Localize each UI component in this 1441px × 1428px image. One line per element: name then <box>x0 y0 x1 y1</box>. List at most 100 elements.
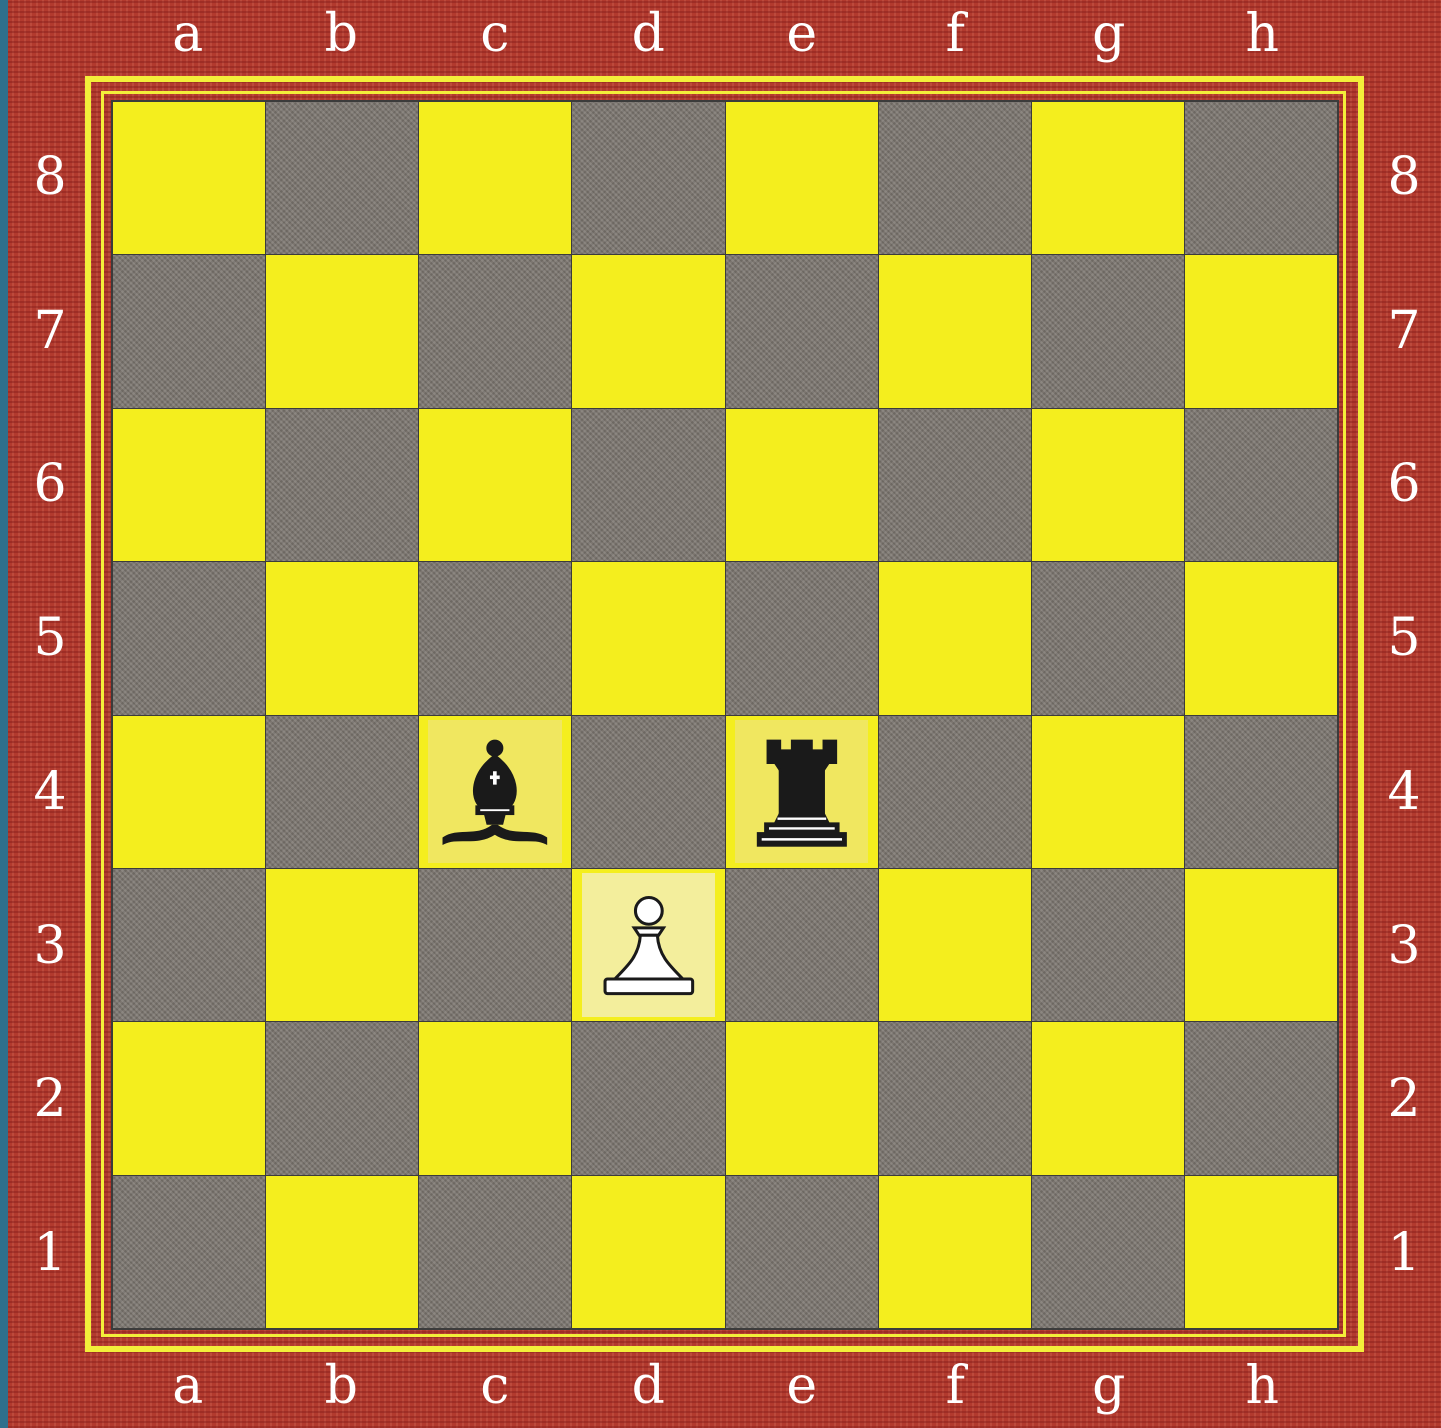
file-label-top: b <box>311 8 371 60</box>
rank-label-left: 2 <box>20 1073 80 1125</box>
file-label-bottom: a <box>158 1360 218 1412</box>
rank-label-right: 1 <box>1374 1227 1434 1279</box>
square-f2[interactable] <box>879 1022 1031 1174</box>
square-a3[interactable] <box>113 869 265 1021</box>
square-b6[interactable] <box>266 409 418 561</box>
square-g6[interactable] <box>1032 409 1184 561</box>
square-c3[interactable] <box>419 869 571 1021</box>
square-g2[interactable] <box>1032 1022 1184 1174</box>
square-f1[interactable] <box>879 1176 1031 1328</box>
square-b5[interactable] <box>266 562 418 714</box>
square-h3[interactable] <box>1185 869 1337 1021</box>
rank-label-left: 5 <box>20 612 80 664</box>
square-a7[interactable] <box>113 255 265 407</box>
left-edge-strip <box>0 0 8 1428</box>
rank-label-right: 6 <box>1374 458 1434 510</box>
rank-label-right: 8 <box>1374 151 1434 203</box>
square-b4[interactable] <box>266 716 418 868</box>
square-g1[interactable] <box>1032 1176 1184 1328</box>
file-label-bottom: b <box>311 1360 371 1412</box>
file-label-top: a <box>158 8 218 60</box>
square-g5[interactable] <box>1032 562 1184 714</box>
rank-label-right: 3 <box>1374 920 1434 972</box>
square-h8[interactable] <box>1185 102 1337 254</box>
square-a6[interactable] <box>113 409 265 561</box>
square-c5[interactable] <box>419 562 571 714</box>
square-c6[interactable] <box>419 409 571 561</box>
file-label-bottom: e <box>772 1360 832 1412</box>
square-h5[interactable] <box>1185 562 1337 714</box>
square-e8[interactable] <box>726 102 878 254</box>
square-g3[interactable] <box>1032 869 1184 1021</box>
square-f5[interactable] <box>879 562 1031 714</box>
square-g4[interactable] <box>1032 716 1184 868</box>
square-h2[interactable] <box>1185 1022 1337 1174</box>
chess-board <box>111 100 1339 1330</box>
rank-label-left: 7 <box>20 305 80 357</box>
square-e6[interactable] <box>726 409 878 561</box>
square-d1[interactable] <box>572 1176 724 1328</box>
square-e7[interactable] <box>726 255 878 407</box>
square-h4[interactable] <box>1185 716 1337 868</box>
square-d4[interactable] <box>572 716 724 868</box>
rank-label-left: 6 <box>20 458 80 510</box>
file-label-top: h <box>1232 8 1292 60</box>
square-h1[interactable] <box>1185 1176 1337 1328</box>
file-label-top: e <box>772 8 832 60</box>
black-bishop-icon[interactable] <box>434 731 556 853</box>
square-b2[interactable] <box>266 1022 418 1174</box>
square-b1[interactable] <box>266 1176 418 1328</box>
square-f8[interactable] <box>879 102 1031 254</box>
square-f6[interactable] <box>879 409 1031 561</box>
rank-label-right: 2 <box>1374 1073 1434 1125</box>
file-label-bottom: h <box>1232 1360 1292 1412</box>
square-e4[interactable] <box>726 716 878 868</box>
square-d7[interactable] <box>572 255 724 407</box>
square-b8[interactable] <box>266 102 418 254</box>
square-f7[interactable] <box>879 255 1031 407</box>
rank-label-right: 7 <box>1374 305 1434 357</box>
square-g7[interactable] <box>1032 255 1184 407</box>
square-a4[interactable] <box>113 716 265 868</box>
square-c1[interactable] <box>419 1176 571 1328</box>
black-rook-icon[interactable] <box>741 731 863 853</box>
square-h7[interactable] <box>1185 255 1337 407</box>
file-label-top: f <box>925 8 985 60</box>
rank-label-left: 1 <box>20 1227 80 1279</box>
square-b7[interactable] <box>266 255 418 407</box>
square-c2[interactable] <box>419 1022 571 1174</box>
square-e1[interactable] <box>726 1176 878 1328</box>
square-d3[interactable] <box>572 869 724 1021</box>
square-c8[interactable] <box>419 102 571 254</box>
file-label-bottom: f <box>925 1360 985 1412</box>
square-h6[interactable] <box>1185 409 1337 561</box>
square-f4[interactable] <box>879 716 1031 868</box>
square-d6[interactable] <box>572 409 724 561</box>
file-label-top: c <box>465 8 525 60</box>
file-label-top: d <box>618 8 678 60</box>
rank-label-left: 8 <box>20 151 80 203</box>
square-e3[interactable] <box>726 869 878 1021</box>
file-label-bottom: d <box>618 1360 678 1412</box>
rank-label-right: 4 <box>1374 766 1434 818</box>
file-label-top: g <box>1079 8 1139 60</box>
square-c4[interactable] <box>419 716 571 868</box>
square-f3[interactable] <box>879 869 1031 1021</box>
square-a2[interactable] <box>113 1022 265 1174</box>
rank-label-left: 4 <box>20 766 80 818</box>
rank-label-right: 5 <box>1374 612 1434 664</box>
square-d5[interactable] <box>572 562 724 714</box>
square-c7[interactable] <box>419 255 571 407</box>
square-g8[interactable] <box>1032 102 1184 254</box>
square-b3[interactable] <box>266 869 418 1021</box>
square-a8[interactable] <box>113 102 265 254</box>
rank-label-left: 3 <box>20 920 80 972</box>
square-a5[interactable] <box>113 562 265 714</box>
square-d2[interactable] <box>572 1022 724 1174</box>
white-pawn-icon[interactable] <box>588 884 710 1006</box>
square-a1[interactable] <box>113 1176 265 1328</box>
square-e5[interactable] <box>726 562 878 714</box>
square-d8[interactable] <box>572 102 724 254</box>
square-e2[interactable] <box>726 1022 878 1174</box>
file-label-bottom: g <box>1079 1360 1139 1412</box>
